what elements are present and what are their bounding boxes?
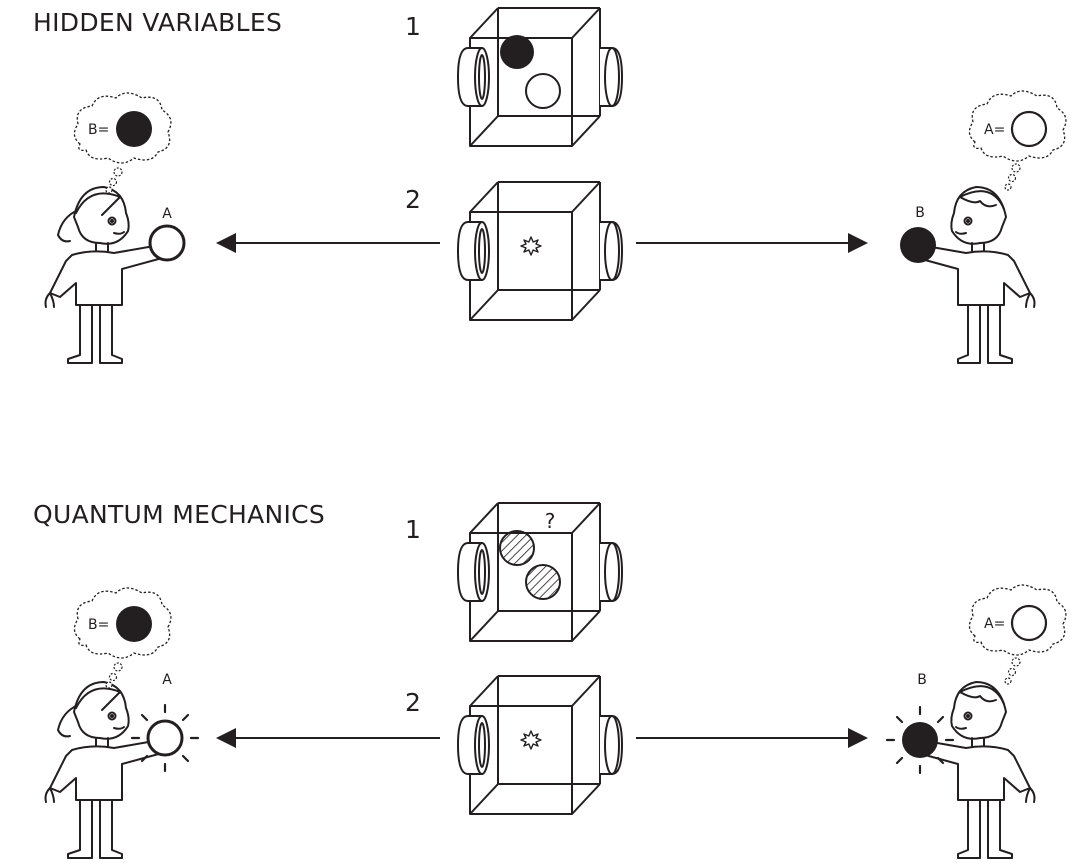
- ball-label-b: B: [915, 205, 925, 221]
- hatched-ball: [525, 564, 561, 600]
- ball-b-black: [902, 722, 938, 758]
- panel-hidden-variables: A B= B A=: [44, 7, 1067, 364]
- step-number-2: 2: [405, 688, 421, 717]
- thought-ball-black: [116, 606, 152, 642]
- thought-bubble-dot: [1004, 183, 1012, 191]
- ball-a-white: [148, 224, 186, 262]
- hatched-ball: [499, 530, 535, 566]
- thought-ball-black: [116, 111, 152, 147]
- thought-bubble-dot: [105, 681, 113, 689]
- right-person: [913, 681, 1036, 859]
- emission-star-icon: [520, 730, 542, 750]
- thought-label-a: A=: [984, 122, 1005, 138]
- thought-bubble-dot: [108, 177, 118, 187]
- panel-title-quantum-mechanics: QUANTUM MECHANICS: [33, 500, 326, 529]
- step-number-2: 2: [405, 185, 421, 214]
- thought-bubble-dot: [1007, 667, 1017, 677]
- thought-ball-white: [1010, 110, 1048, 148]
- thought-bubble-dot: [1007, 173, 1017, 183]
- left-person: [44, 681, 167, 859]
- emission-star-icon: [520, 236, 542, 256]
- thought-bubble-dot: [108, 672, 118, 682]
- ball-label-a: A: [162, 672, 172, 688]
- panel-quantum-mechanics: ? A B=: [44, 502, 1067, 859]
- thought-label-a: A=: [984, 616, 1005, 632]
- right-person: [913, 186, 1036, 364]
- ball-label-b: B: [917, 672, 927, 688]
- panel-title-hidden-variables: HIDDEN VARIABLES: [33, 8, 283, 37]
- thought-bubble-dot: [1011, 163, 1021, 173]
- step-number-1: 1: [405, 515, 421, 544]
- thought-bubble-dot: [1004, 677, 1012, 685]
- thought-bubble-dot: [1011, 657, 1021, 667]
- thought-label-b: B=: [88, 122, 109, 138]
- thought-bubble-dot: [113, 662, 123, 672]
- question-mark: ?: [545, 509, 556, 533]
- ball-label-a: A: [162, 206, 172, 222]
- source-box-step-2: [457, 181, 623, 321]
- step-number-1: 1: [405, 12, 421, 41]
- ball-b-black: [900, 227, 936, 263]
- black-ball: [500, 35, 534, 69]
- source-box-step-2: [457, 675, 623, 815]
- thought-ball-white: [1010, 604, 1048, 642]
- white-ball: [525, 73, 561, 109]
- ball-a-white: [146, 719, 184, 757]
- thought-bubble-dot: [105, 186, 113, 194]
- left-person: [44, 186, 167, 364]
- thought-bubble-dot: [113, 167, 123, 177]
- thought-label-b: B=: [88, 617, 109, 633]
